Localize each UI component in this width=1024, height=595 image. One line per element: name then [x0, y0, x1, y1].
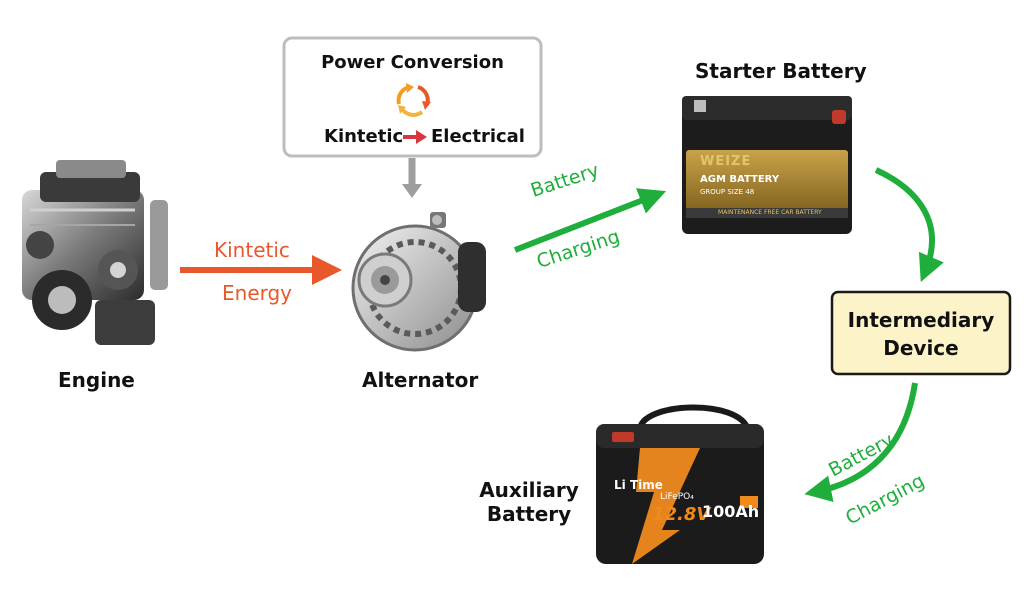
starter-to-intermediary-arrow — [874, 167, 944, 282]
starter-footer-text: MAINTENANCE FREE CAR BATTERY — [718, 209, 822, 216]
conversion-to-label: Electrical — [431, 126, 525, 147]
starter-group-text: GROUP SIZE 48 — [700, 188, 755, 196]
engine-label: Engine — [58, 368, 135, 392]
conversion-down-arrow — [402, 158, 422, 198]
aux-capacity-text: 100Ah — [702, 502, 760, 521]
kinetic-label-line2: Energy — [222, 281, 293, 305]
auxiliary-label-line2: Battery — [486, 502, 572, 526]
starter-battery-label: Starter Battery — [695, 59, 867, 83]
aux-voltage-text: 12.8V — [652, 504, 711, 525]
power-conversion-box — [282, 36, 543, 158]
conversion-from-label: Kintetic — [324, 126, 404, 147]
starter-battery-image — [682, 96, 852, 234]
charging-arrow-auxiliary — [804, 382, 918, 503]
recycle-arrows-icon — [396, 83, 431, 117]
kinetic-label-line1: Kintetic — [214, 238, 290, 262]
alternator-label: Alternator — [362, 368, 479, 392]
power-conversion-title: Power Conversion — [321, 52, 504, 73]
starter-type-text: AGM BATTERY — [700, 174, 780, 185]
starter-brand-text: WEIZE — [700, 154, 752, 169]
intermediary-label-line2: Device — [883, 336, 959, 360]
intermediary-label-line1: Intermediary — [847, 308, 995, 332]
right-arrow-icon — [403, 130, 427, 144]
auxiliary-label-line1: Auxiliary — [479, 478, 579, 502]
alternator-image — [351, 212, 486, 352]
aux-chem-text: LiFePO₄ — [660, 492, 694, 502]
intermediary-device-box — [830, 290, 1012, 376]
aux-brand-text: Li Time — [614, 478, 663, 492]
engine-image — [22, 160, 168, 345]
charging-arrow-starter — [513, 188, 667, 253]
auxiliary-battery-image — [596, 404, 764, 564]
